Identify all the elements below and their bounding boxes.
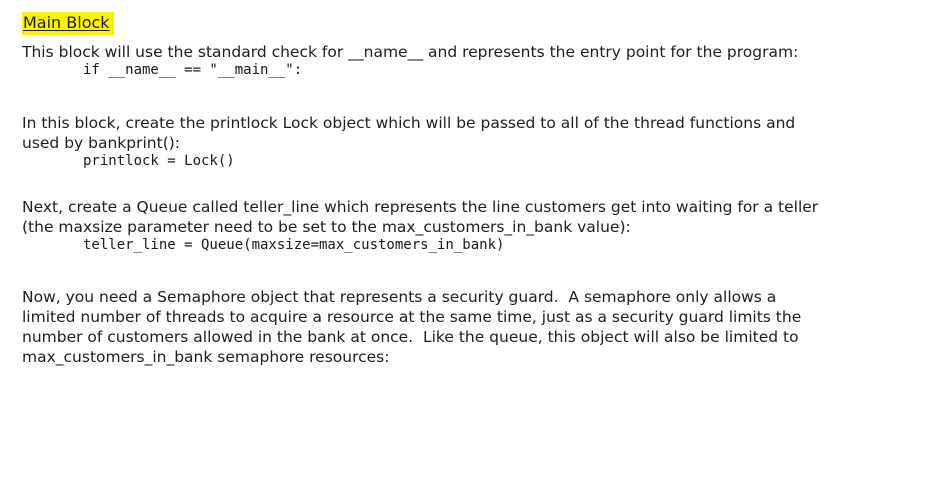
paragraph-line: number of customers allowed in the bank … — [22, 328, 799, 346]
paragraph-teller-line: Next, create a Queue called teller_line … — [22, 197, 907, 237]
paragraph-line: (the maxsize parameter need to be set to… — [22, 218, 631, 236]
paragraph-intro: This block will use the standard check f… — [22, 42, 907, 62]
paragraph-semaphore: Now, you need a Semaphore object that re… — [22, 287, 907, 367]
paragraph-line: Next, create a Queue called teller_line … — [22, 198, 819, 216]
paragraph-line: This block will use the standard check f… — [22, 43, 799, 61]
paragraph-line: In this block, create the printlock Lock… — [22, 114, 796, 132]
paragraph-line: limited number of threads to acquire a r… — [22, 308, 802, 326]
section-heading-row: Main Block — [22, 11, 907, 35]
code-snippet-main-check: if __name__ == "__main__": — [83, 62, 303, 78]
paragraph-line: used by bankprint(): — [22, 134, 181, 152]
paragraph-line: max_customers_in_bank semaphore resource… — [22, 348, 390, 366]
section-heading-highlighted: Main Block — [22, 12, 114, 35]
code-snippet-teller-line: teller_line = Queue(maxsize=max_customer… — [83, 237, 505, 253]
code-snippet-printlock: printlock = Lock() — [83, 153, 235, 169]
paragraph-printlock: In this block, create the printlock Lock… — [22, 113, 907, 153]
paragraph-line: Now, you need a Semaphore object that re… — [22, 288, 777, 306]
